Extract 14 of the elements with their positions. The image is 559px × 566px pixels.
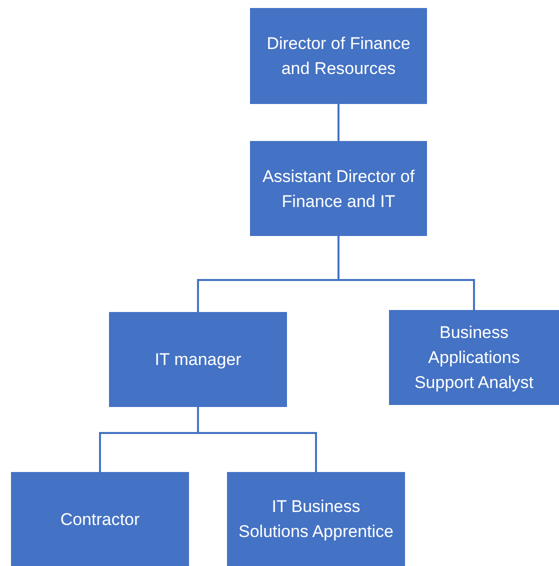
org-box	[11, 472, 189, 566]
role-title: Contractor	[60, 508, 140, 530]
org-box	[389, 310, 559, 405]
org-box	[250, 141, 427, 236]
role-title: Director of Finance and Resources	[266, 33, 412, 80]
role-title: Business Applications Support Analyst	[413, 322, 535, 394]
org-box	[250, 8, 427, 104]
connector-line	[338, 104, 340, 141]
role-title: Assistant Director of Finance and IT	[261, 166, 416, 212]
role-title: IT manager	[154, 349, 242, 371]
connector-line	[338, 236, 475, 310]
org-box	[109, 312, 287, 407]
org-box	[227, 472, 405, 566]
role-title: IT Business Solutions Apprentice	[238, 496, 394, 543]
